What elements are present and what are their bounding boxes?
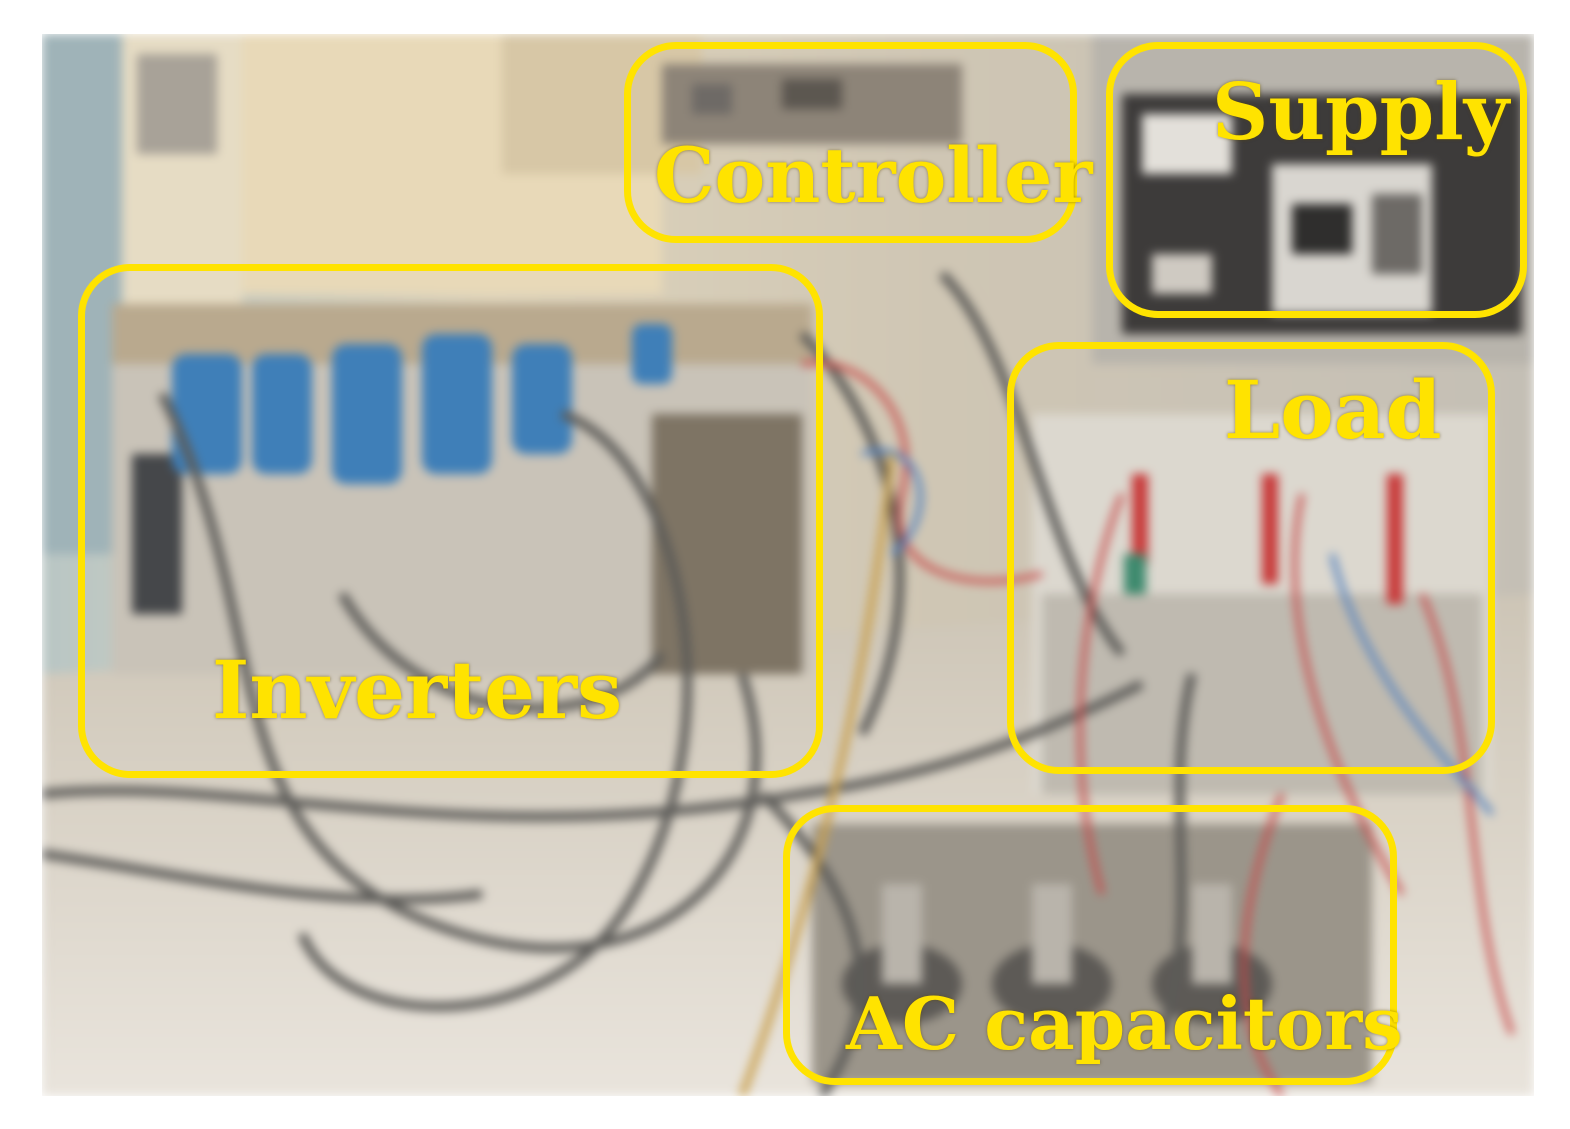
- test-bench-scene: [42, 34, 1534, 1096]
- ac-capacitors-label: AC capacitors: [846, 981, 1403, 1066]
- supply-highlight-box: [1106, 42, 1527, 318]
- controller-highlight-box: [624, 42, 1077, 243]
- inverters-label: Inverters: [212, 643, 623, 737]
- test-bench-photo: [42, 34, 1534, 1096]
- inverters-highlight-box: [78, 264, 823, 778]
- supply-label: Supply: [1212, 67, 1510, 158]
- load-label: Load: [1224, 363, 1442, 457]
- ac-capacitors-highlight-box: [783, 805, 1397, 1085]
- controller-label: Controller: [654, 131, 1093, 220]
- load-highlight-box: [1007, 342, 1495, 774]
